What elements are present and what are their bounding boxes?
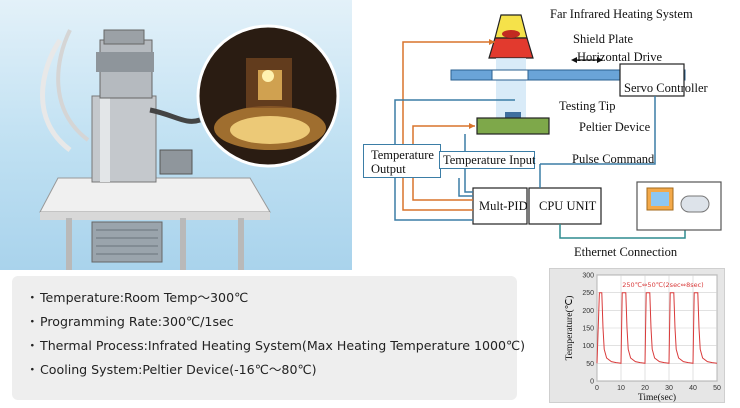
- x-tick-label: 0: [595, 385, 599, 392]
- label-temperature-output-2: Output: [371, 162, 406, 176]
- temperature-chart: 0 10 20 30 40 50 0 50 100 150 200 250 300 250℃⇔50℃(2s…: [549, 268, 725, 403]
- x-tick-label: 40: [689, 385, 697, 392]
- thermal-tester-illustration: [39, 24, 340, 270]
- temperature-curve: [596, 292, 718, 364]
- label-pulse-command: Pulse Command: [572, 152, 655, 166]
- y-axis-label: Temperature(℃): [564, 296, 575, 361]
- label-shield-plate: Shield Plate: [573, 32, 634, 46]
- label-temperature-input: Temperature Input: [443, 153, 536, 167]
- spec-item: ・Programming Rate:300℃/1sec: [26, 314, 234, 329]
- label-horizontal-drive: Horizontal Drive: [577, 50, 663, 64]
- spec-item: ・Thermal Process:Infrated Heating System…: [26, 338, 526, 353]
- y-tick-label: 250: [582, 290, 594, 297]
- temperature-output-box: [363, 144, 441, 178]
- y-tick-label: 300: [582, 273, 594, 280]
- label-testing-tip: Testing Tip: [559, 99, 616, 113]
- specifications-list: ・Temperature:Room Temp〜300℃ ・Programming…: [12, 276, 526, 382]
- equipment-photo: [0, 0, 352, 270]
- x-tick-label: 10: [617, 385, 625, 392]
- specifications-panel: ・Temperature:Room Temp〜300℃ ・Programming…: [12, 276, 526, 400]
- temperature-input-box: [439, 151, 535, 169]
- spec-item: ・Cooling System:Peltier Device(-16℃〜80℃): [26, 362, 317, 377]
- label-cpu-unit: CPU UNIT: [539, 199, 597, 213]
- spec-text: Cooling System:Peltier Device(-16℃〜80℃): [40, 362, 317, 377]
- spec-text: Temperature:Room Temp〜300℃: [40, 290, 249, 305]
- y-tick-label: 150: [582, 326, 594, 333]
- label-far-infrared: Far Infrared Heating System: [550, 7, 693, 21]
- spec-text: Programming Rate:300℃/1sec: [40, 314, 234, 329]
- label-temperature-output-1: Temperature: [371, 148, 434, 162]
- label-mult-pid: Mult-PID: [479, 199, 528, 213]
- y-tick-label: 100: [582, 343, 594, 350]
- x-axis-label: Time(sec): [638, 392, 676, 403]
- x-tick-label: 50: [713, 385, 721, 392]
- label-ethernet-connection: Ethernet Connection: [574, 245, 678, 259]
- chart-annotation: 250℃⇔50℃(2sec⇔8sec): [622, 281, 703, 289]
- label-peltier-device: Peltier Device: [579, 120, 651, 134]
- y-tick-label: 50: [586, 361, 594, 368]
- label-servo-controller: Servo Controller: [624, 81, 708, 95]
- y-tick-label: 0: [590, 379, 594, 386]
- spec-item: ・Temperature:Room Temp〜300℃: [26, 290, 249, 305]
- temperature-chart-svg: 0 10 20 30 40 50 0 50 100 150 200 250 300 250℃⇔50℃(2s…: [564, 273, 721, 404]
- y-tick-label: 200: [582, 308, 594, 315]
- spec-text: Thermal Process:Infrated Heating System(…: [40, 338, 526, 353]
- diagram-lines: [394, 14, 722, 239]
- x-tick-label: 30: [665, 385, 673, 392]
- system-diagram: Far Infrared Heating System Shield Plate…: [355, 0, 740, 270]
- x-tick-label: 20: [641, 385, 649, 392]
